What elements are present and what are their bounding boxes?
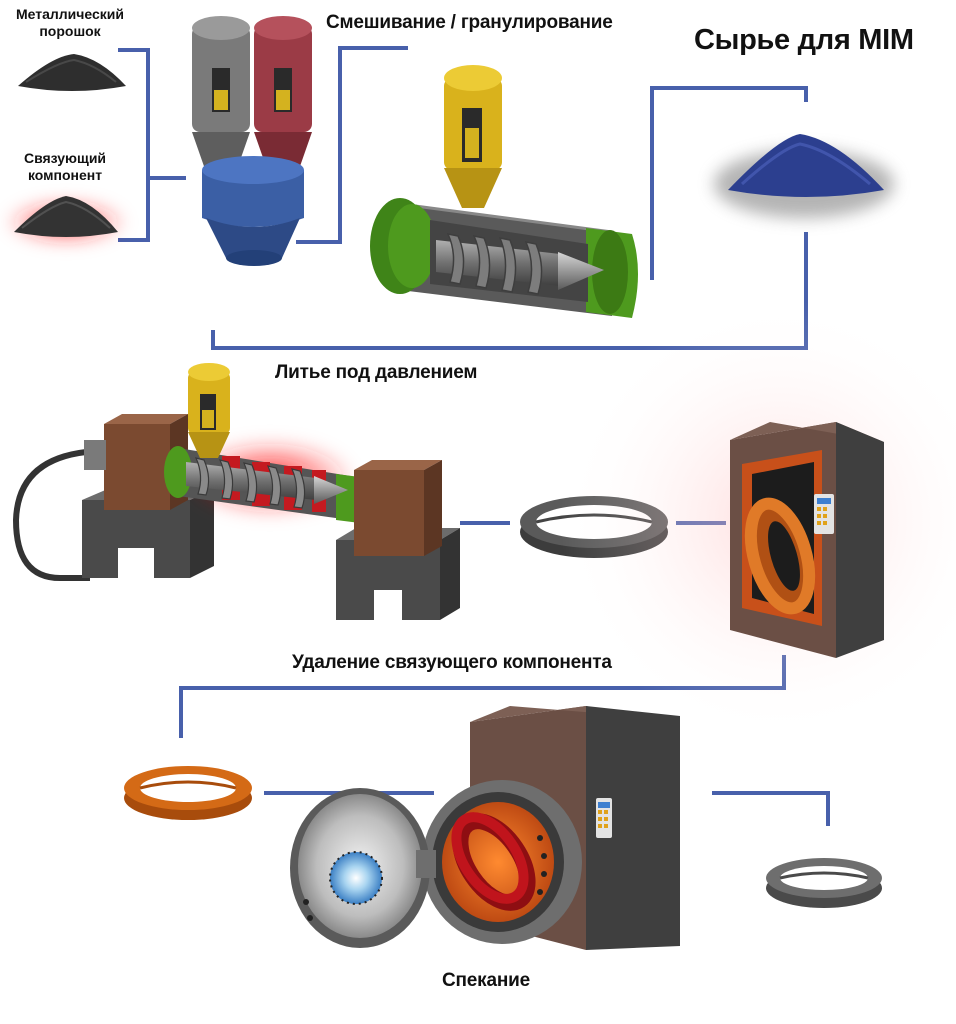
label-metal-powder: Металлический порошок xyxy=(15,6,125,39)
sintered-part-ring xyxy=(766,858,882,908)
binder-powder-heap xyxy=(4,196,128,246)
brown-part-ring xyxy=(124,766,252,820)
sintering-furnace xyxy=(290,706,680,950)
granulator-extruder xyxy=(370,65,638,318)
label-sintering: Спекание xyxy=(442,970,530,991)
debinding-oven xyxy=(730,422,884,658)
label-injection: Литье под давлением xyxy=(275,362,478,383)
injection-molding-machine xyxy=(12,363,460,620)
label-binder: Связующий компонент xyxy=(23,150,107,183)
sintering-ring xyxy=(451,812,536,911)
page-title: Сырье для MIM xyxy=(694,24,914,56)
label-debinding: Удаление связующего компонента xyxy=(292,652,612,673)
mixer-machine xyxy=(192,16,312,266)
debinding-ring xyxy=(744,497,816,615)
metal-powder-heap xyxy=(18,54,126,91)
feedstock-powder-heap xyxy=(714,134,894,218)
label-mixing: Смешивание / гранулирование xyxy=(326,12,613,33)
